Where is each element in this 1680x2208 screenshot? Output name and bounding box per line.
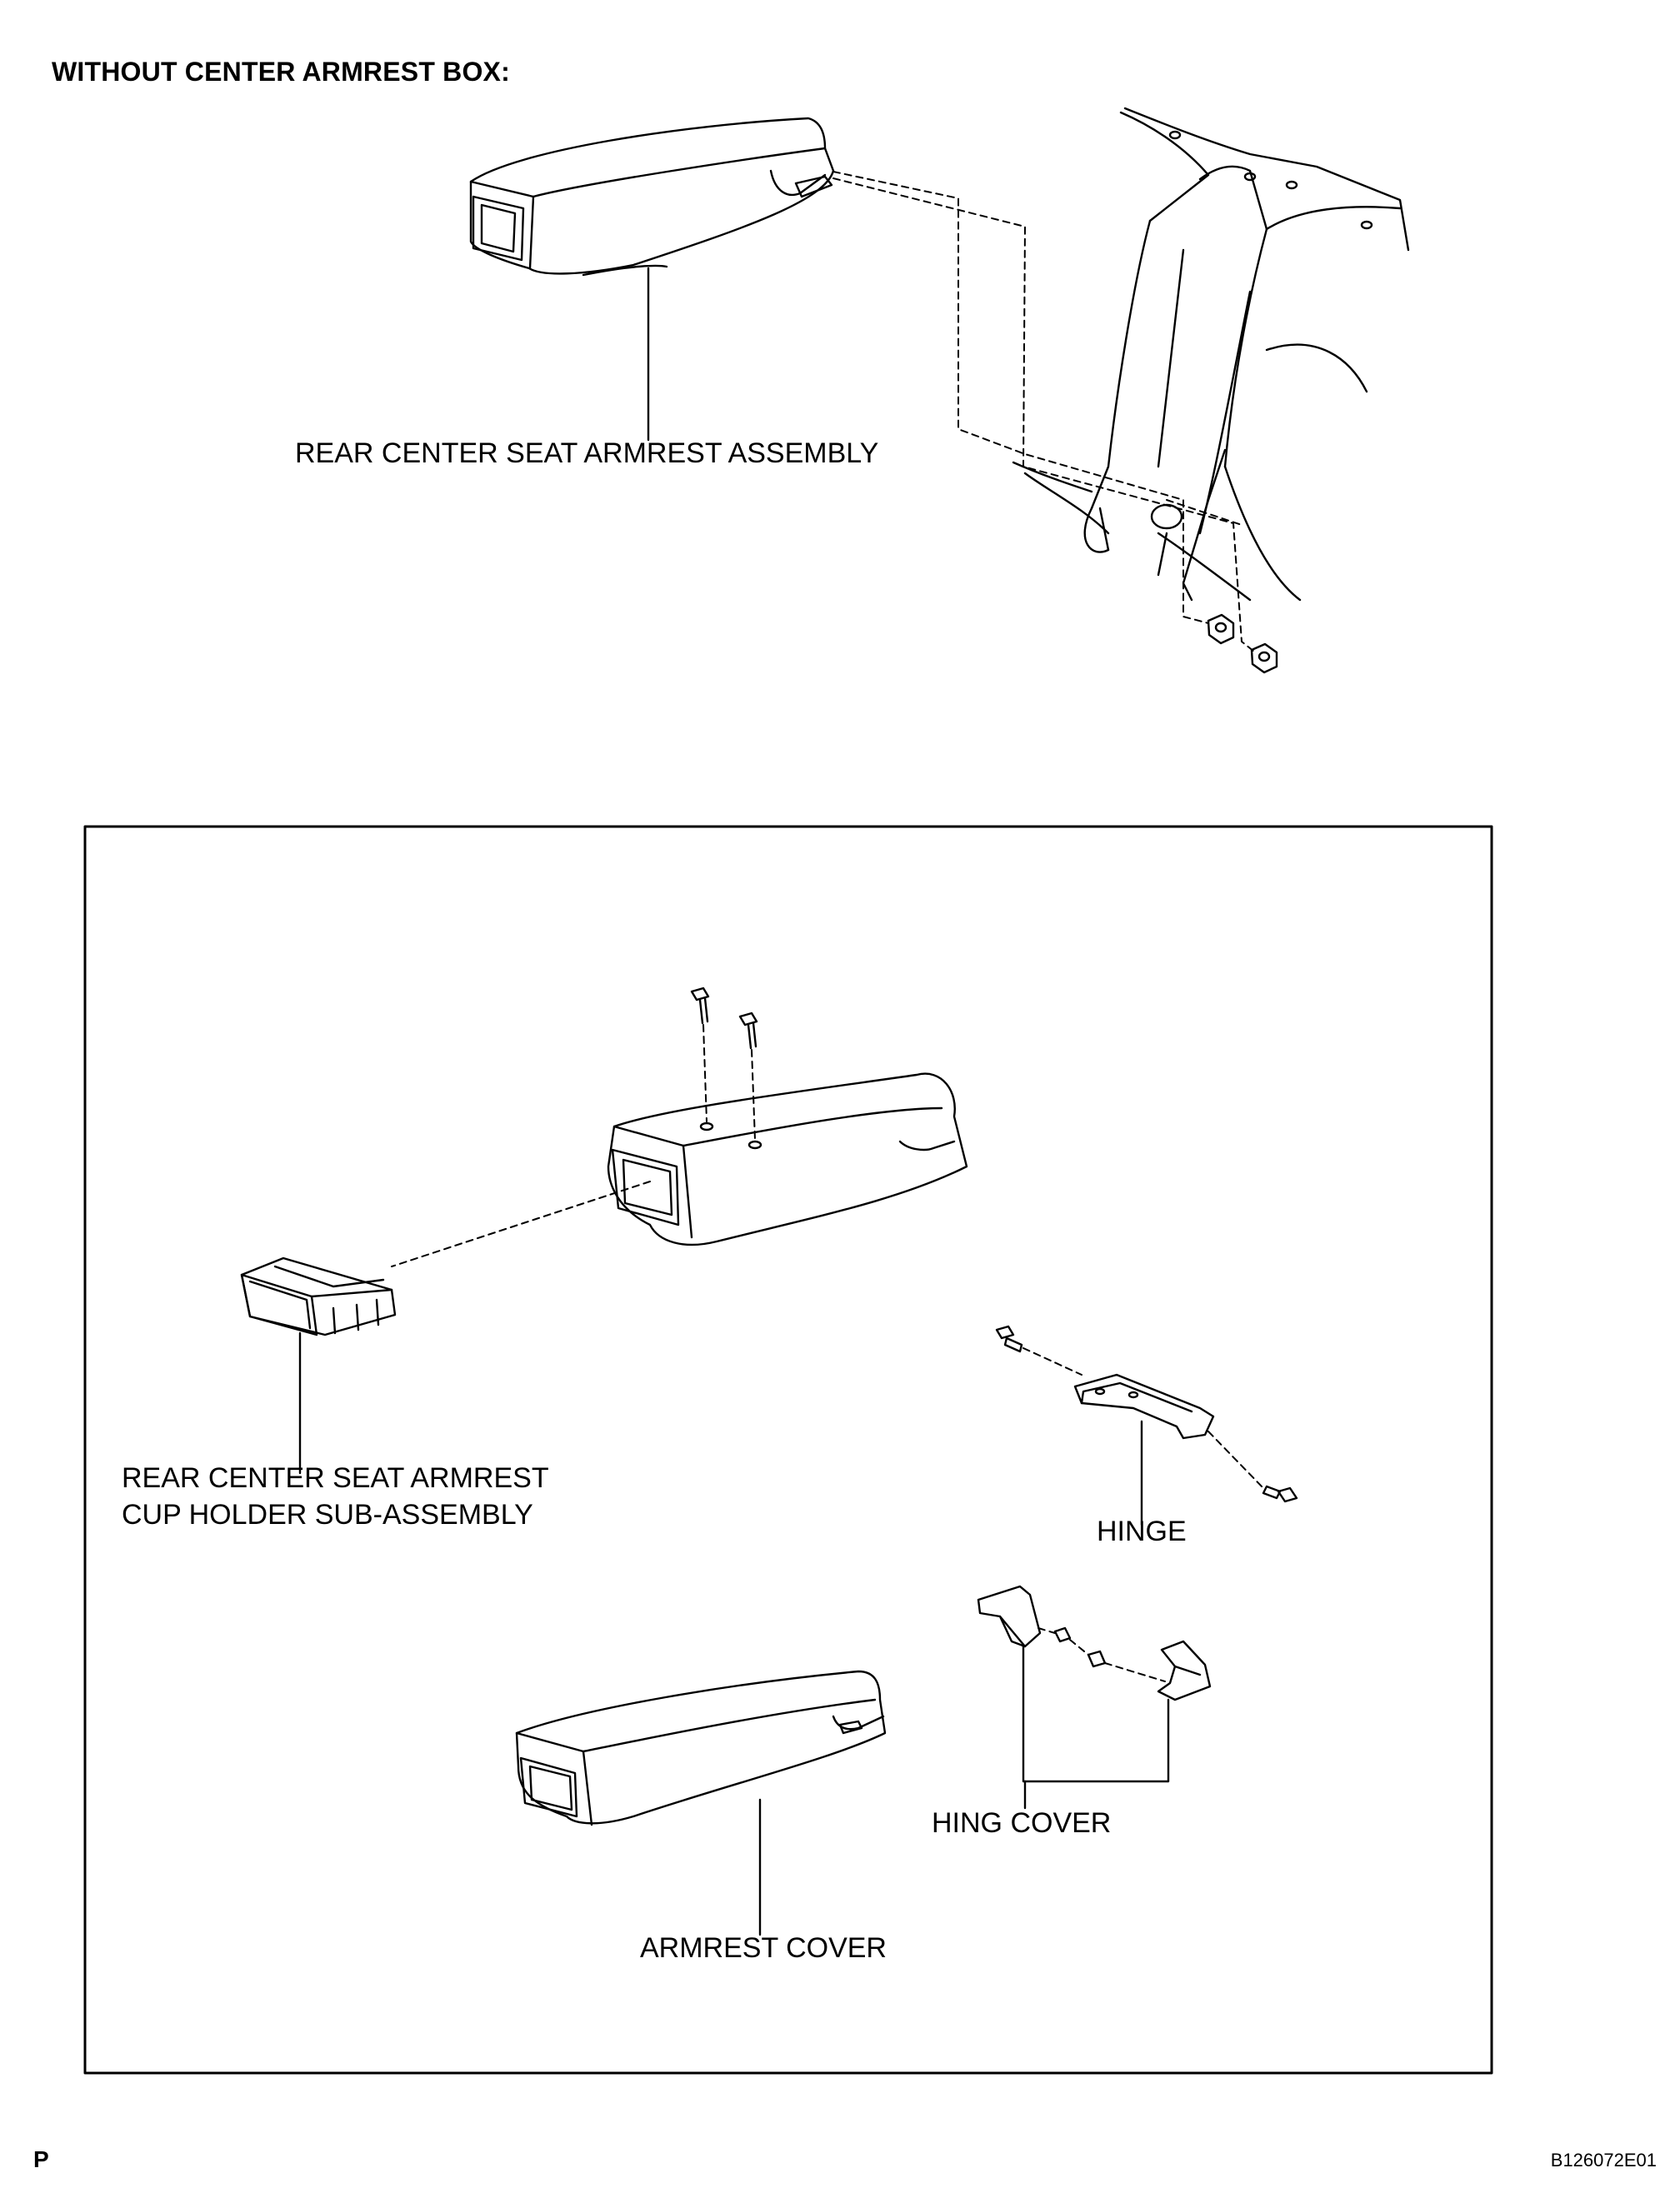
nut-right xyxy=(1250,642,1278,674)
clip-right xyxy=(1087,1650,1107,1668)
clip-left xyxy=(1053,1626,1072,1643)
armrest-body-illustration xyxy=(607,1072,968,1246)
detail-box-frame xyxy=(83,825,1493,2075)
hinge-cover-leader xyxy=(1022,1645,1170,1783)
screw-top-left xyxy=(690,987,710,1025)
hinge-screw-right xyxy=(1262,1485,1298,1503)
label-hinge: HINGE xyxy=(1097,1516,1187,1547)
armrest-cover-illustration xyxy=(515,1670,887,1826)
label-cup-holder-line1: REAR CENTER SEAT ARMREST xyxy=(122,1462,549,1494)
diagram-heading: WITHOUT CENTER ARMREST BOX: xyxy=(52,57,510,87)
label-cup-holder-line2: CUP HOLDER SUB-ASSEMBLY xyxy=(122,1499,533,1531)
screw-top-right xyxy=(738,1012,758,1050)
label-armrest-assembly: REAR CENTER SEAT ARMREST ASSEMBLY xyxy=(295,437,879,469)
seat-back-illustration xyxy=(1012,107,1410,602)
hinge-cover-left-illustration xyxy=(977,1585,1042,1648)
cup-holder-illustration xyxy=(240,1256,397,1336)
hinge-cover-right-illustration xyxy=(1157,1640,1212,1701)
assembly-dashed-guides xyxy=(832,171,1255,652)
figure-code: B126072E01 xyxy=(1550,2150,1657,2171)
hinge-illustration xyxy=(1073,1373,1215,1440)
label-hinge-cover: HING COVER xyxy=(932,1807,1112,1839)
armrest-assembly-illustration xyxy=(469,117,835,277)
hinge-screw-left xyxy=(995,1325,1023,1353)
nut-left xyxy=(1207,613,1235,645)
page-marker: P xyxy=(33,2146,49,2172)
label-armrest-cover: ARMREST COVER xyxy=(640,1932,887,1964)
